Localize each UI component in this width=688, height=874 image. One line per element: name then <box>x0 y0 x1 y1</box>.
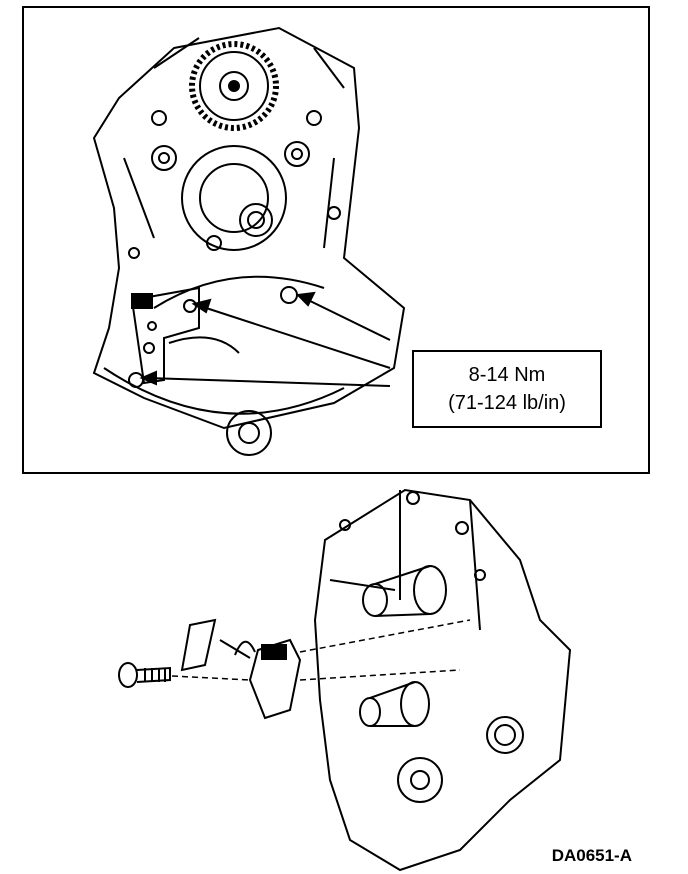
figure-id-label: DA0651-A <box>551 846 632 865</box>
timing-gear-icon <box>189 41 279 131</box>
bottom-illustration-area: DA0651-A <box>0 480 688 874</box>
installation-guide-lines <box>171 619 471 681</box>
torque-nm-label: 8-14 Nm <box>468 364 546 386</box>
camshaft-sensor-icon <box>180 618 302 720</box>
sensor-bracket-icon <box>130 286 240 385</box>
engine-front-view <box>92 26 406 456</box>
top-illustration-panel: 8-14 Nm (71-124 lb/in) <box>22 6 650 474</box>
sensor-installation-view <box>118 488 572 872</box>
bolt-icon <box>118 662 171 688</box>
torque-lbin-label: (71-124 lb/in) <box>448 392 566 414</box>
torque-spec-callout: 8-14 Nm (71-124 lb/in) <box>412 350 602 428</box>
leader-lines <box>139 291 391 387</box>
